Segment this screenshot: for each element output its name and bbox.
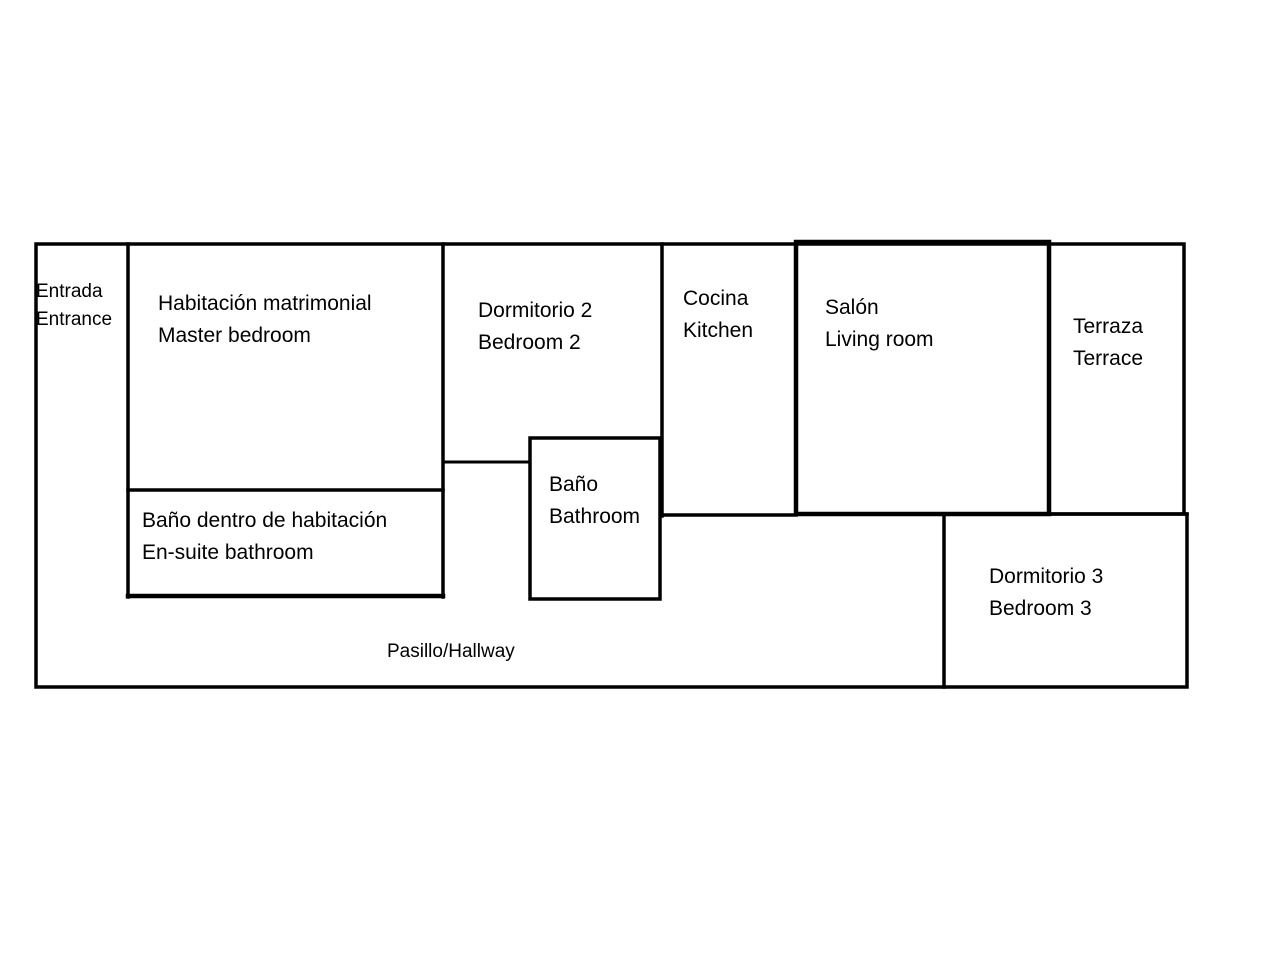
label-es: Habitación matrimonial xyxy=(158,292,372,315)
label-en: Bedroom 3 xyxy=(989,597,1092,620)
label-en: Entrance xyxy=(36,309,113,330)
room-label-hallway: Pasillo/Hallway xyxy=(387,638,515,666)
room-label-entrance: Entrada Entrance xyxy=(36,278,112,334)
label-es: Cocina xyxy=(683,287,749,310)
label-es: Baño dentro de habitación xyxy=(142,509,388,532)
label-en: Master bedroom xyxy=(158,324,311,347)
bathroom-walls xyxy=(528,436,662,601)
room-label-ensuite: Baño dentro de habitación En-suite bathr… xyxy=(142,505,387,569)
label-en: Bedroom 2 xyxy=(478,331,581,354)
label-es: Entrada xyxy=(36,281,103,302)
label-en: Kitchen xyxy=(683,319,754,342)
room-label-kitchen: Cocina Kitchen xyxy=(683,283,753,347)
label-es: Dormitorio 3 xyxy=(989,565,1104,588)
label-es: Salón xyxy=(825,296,879,319)
label-en: En-suite bathroom xyxy=(142,541,314,564)
label-en: Living room xyxy=(825,328,934,351)
living-room-walls xyxy=(793,239,1052,517)
room-label-terrace: Terraza Terrace xyxy=(1073,311,1143,375)
room-label-master: Habitación matrimonial Master bedroom xyxy=(158,288,372,352)
label-es: Terraza xyxy=(1073,315,1144,338)
room-label-bedroom2: Dormitorio 2 Bedroom 2 xyxy=(478,295,592,359)
label-hallway: Pasillo/Hallway xyxy=(387,641,515,662)
room-label-bathroom: Baño Bathroom xyxy=(549,469,640,533)
label-en: Bathroom xyxy=(549,505,641,528)
room-label-bedroom3: Dormitorio 3 Bedroom 3 xyxy=(989,561,1103,625)
label-en: Terrace xyxy=(1073,347,1144,370)
label-es: Baño xyxy=(549,473,599,496)
label-es: Dormitorio 2 xyxy=(478,299,593,322)
room-label-living: Salón Living room xyxy=(825,292,934,356)
